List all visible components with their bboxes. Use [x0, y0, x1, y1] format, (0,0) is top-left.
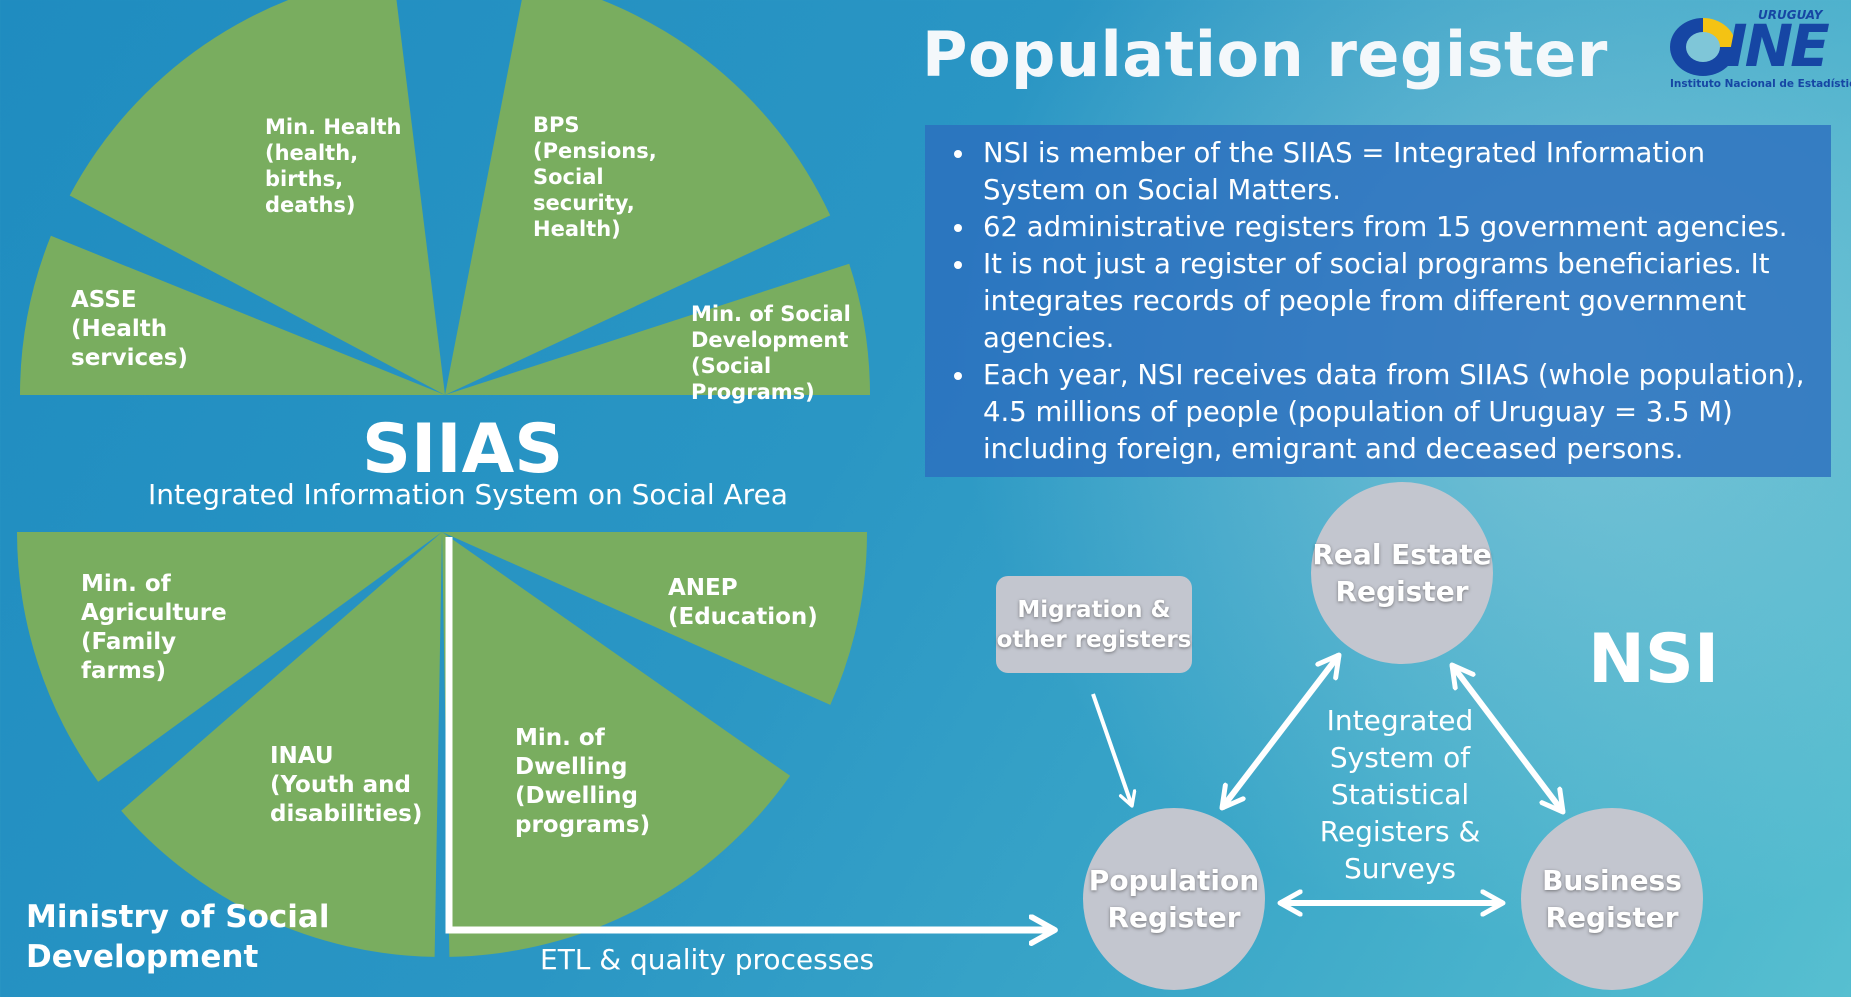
- realestate-business-arrow: [1452, 665, 1563, 812]
- segment-label-asse: ASSE (Health services): [71, 287, 188, 371]
- etl-label: ETL & quality processes: [540, 943, 875, 976]
- bullet-item: NSI is member of the SIIAS = Integrated …: [977, 135, 1813, 209]
- segment-label-anep: ANEP (Education): [668, 575, 818, 630]
- ine-logo: URUGUAY INE Instituto Nacional de Estadí…: [1668, 8, 1851, 92]
- logo-ring-icon: [1670, 18, 1736, 76]
- segment-label-min-dwelling: Min. of Dwelling (Dwelling programs): [515, 725, 651, 838]
- bullet-item: Each year, NSI receives data from SIIAS …: [977, 357, 1813, 468]
- logo-subtitle: Instituto Nacional de Estadística: [1670, 78, 1851, 90]
- nsi-label: NSI: [1588, 620, 1720, 699]
- info-box: NSI is member of the SIIAS = Integrated …: [925, 125, 1831, 477]
- population-register-node: Population Register: [1083, 808, 1265, 990]
- migration-box: Migration & other registers: [996, 576, 1192, 673]
- integrated-system-label: Integrated System of Statistical Registe…: [1319, 704, 1481, 885]
- business-register-node: Business Register: [1521, 808, 1703, 990]
- bullet-list: NSI is member of the SIIAS = Integrated …: [925, 125, 1831, 468]
- siias-title: SIIAS: [362, 410, 564, 489]
- etl-arrow: [445, 537, 1055, 930]
- pie-segment-min-social-development: [445, 263, 870, 395]
- ministry-label: Ministry of Social Development: [26, 899, 330, 975]
- segment-label-bps: BPS (Pensions, Social security, Health): [533, 113, 657, 241]
- population-realestate-arrow: [1222, 655, 1339, 808]
- pie-segment-asse: [19, 235, 445, 395]
- segment-label-inau: INAU (Youth and disabilities): [270, 743, 423, 827]
- pie-segment-min-agriculture: [17, 532, 442, 782]
- page-title: Population register: [922, 18, 1608, 91]
- pie-segment-bps: [445, 0, 831, 395]
- bullet-item: It is not just a register of social prog…: [977, 246, 1813, 357]
- pie-segment-inau: [121, 532, 442, 957]
- segment-label-min-agriculture: Min. of Agriculture (Family farms): [81, 571, 227, 684]
- pie-segment-min-health: [69, 0, 445, 395]
- logo-country: URUGUAY: [1758, 8, 1823, 22]
- bullet-item: 62 administrative registers from 15 gove…: [977, 209, 1813, 246]
- segment-label-min-social-development: Min. of Social Development (Social Progr…: [691, 302, 851, 404]
- migration-arrow: [1091, 693, 1132, 806]
- siias-pie-segments: [17, 0, 870, 957]
- real-estate-register-node: Real Estate Register: [1311, 482, 1493, 664]
- pie-segment-min-dwelling: [442, 532, 791, 957]
- pie-segment-anep: [442, 532, 868, 705]
- logo-word: INE: [1726, 12, 1830, 80]
- siias-subtitle: Integrated Information System on Social …: [148, 478, 788, 511]
- segment-label-min-health: Min. Health (health, births, deaths): [265, 115, 402, 217]
